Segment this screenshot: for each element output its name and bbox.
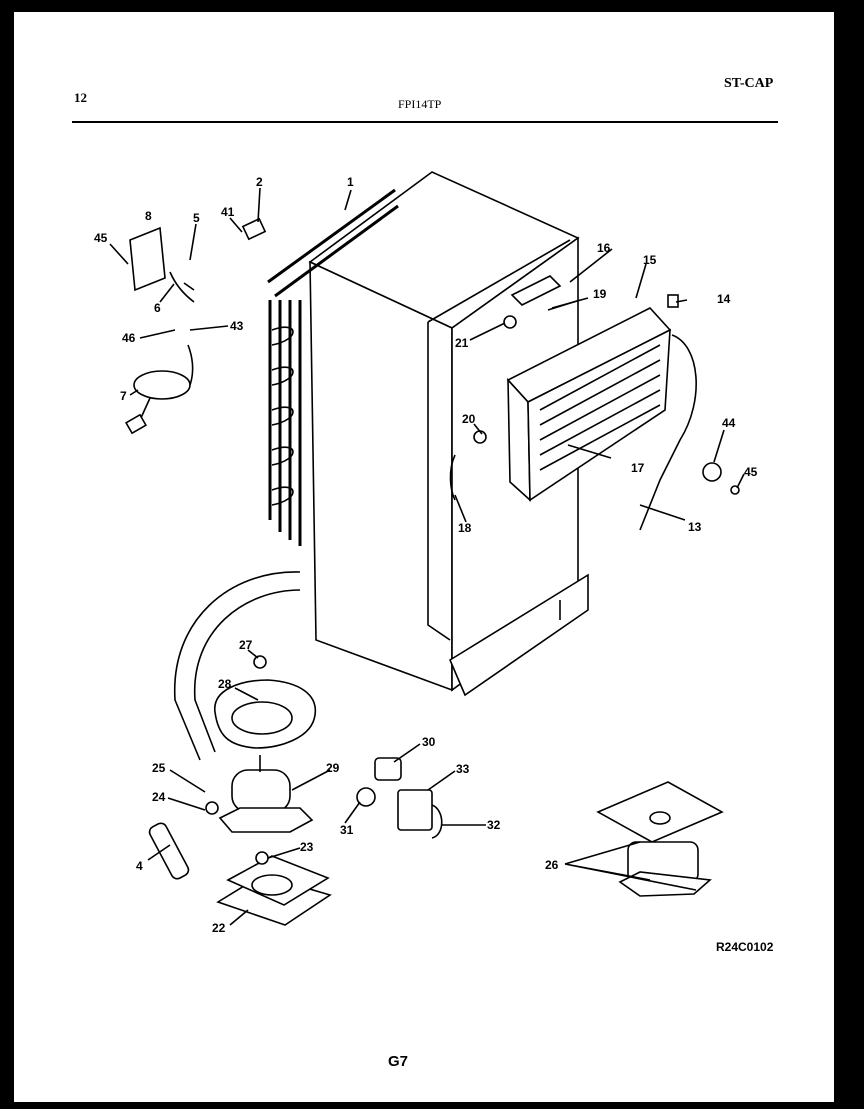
callout-23: 23	[300, 840, 314, 854]
fan-motor-bracket	[596, 781, 724, 897]
page-number: 12	[74, 90, 87, 105]
drain-pan	[214, 679, 317, 749]
callout-45-left: 45	[94, 231, 108, 245]
drain-tube	[174, 571, 301, 761]
callout-44: 44	[722, 416, 736, 430]
section-code: ST-CAP	[724, 76, 774, 91]
callout-28: 28	[218, 677, 232, 691]
callout-30: 30	[422, 735, 436, 749]
callout-31: 31	[340, 823, 354, 837]
callout-27: 27	[239, 638, 253, 652]
callout-18: 18	[458, 521, 472, 535]
evaporator	[506, 307, 697, 531]
callout-8: 8	[145, 209, 152, 223]
callout-24: 24	[152, 790, 166, 804]
callout-46: 46	[122, 331, 136, 345]
callout-43: 43	[230, 319, 244, 333]
callout-2: 2	[256, 175, 263, 189]
power-cord	[124, 344, 194, 435]
callout-labels: 1 2 41 8 5 45 6 43 46 7 16 15 19 14 21 2…	[94, 175, 758, 935]
bracket	[129, 226, 166, 292]
callout-15: 15	[643, 253, 657, 267]
callout-45-right: 45	[744, 465, 758, 479]
callout-17: 17	[631, 461, 645, 475]
callout-21: 21	[455, 336, 469, 350]
condenser-coil	[267, 188, 399, 546]
callout-33: 33	[456, 762, 470, 776]
callout-14: 14	[717, 292, 731, 306]
callout-4: 4	[136, 859, 143, 873]
callout-20: 20	[462, 412, 476, 426]
callout-32: 32	[487, 818, 501, 832]
callout-25: 25	[152, 761, 166, 775]
page-code: G7	[388, 1053, 408, 1070]
callout-6: 6	[154, 301, 161, 315]
callout-41: 41	[221, 205, 235, 219]
callout-29: 29	[326, 761, 340, 775]
callout-13: 13	[688, 520, 702, 534]
callout-1: 1	[347, 175, 354, 189]
compressor	[218, 755, 314, 833]
drawing-code: R24C0102	[716, 940, 774, 954]
filter-drier	[148, 822, 190, 880]
callout-26: 26	[545, 858, 559, 872]
small-parts	[169, 217, 740, 865]
relay-overload	[356, 757, 443, 839]
callout-7: 7	[120, 389, 127, 403]
model-number: FPI14TP	[398, 97, 442, 111]
callout-19: 19	[593, 287, 607, 301]
compressor-base	[216, 855, 332, 926]
callout-5: 5	[193, 211, 200, 225]
callout-22: 22	[212, 921, 226, 935]
leader-lines	[109, 187, 745, 926]
callout-16-top: 16	[597, 241, 611, 255]
